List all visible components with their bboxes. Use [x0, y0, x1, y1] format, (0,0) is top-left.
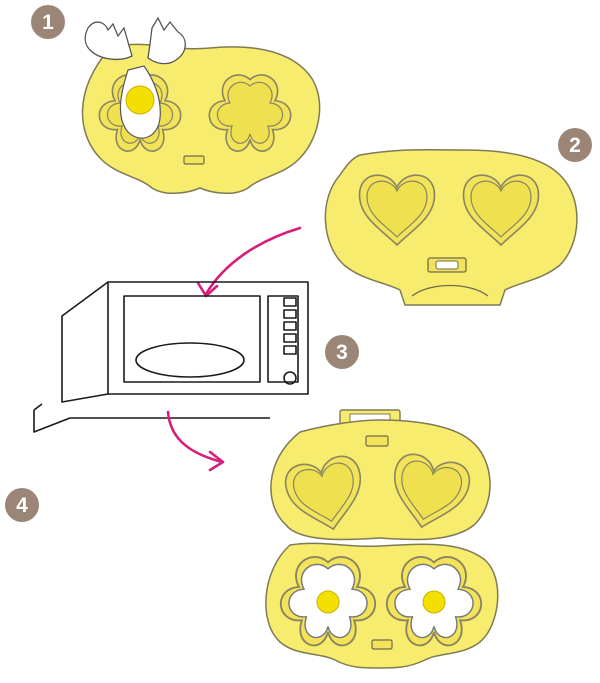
step-2-number: 2: [569, 134, 581, 157]
step-3-badge: 3: [325, 335, 359, 369]
eggshell-left: [84, 21, 133, 61]
egg-yolk: [422, 590, 446, 614]
mold-latch-slot: [183, 155, 205, 165]
step-3-number: 3: [336, 341, 348, 364]
step-4-mold-open-result: [265, 409, 499, 669]
microwave-door: [61, 281, 109, 403]
egg-crack-icon: [84, 16, 186, 139]
microwave-plate: [135, 342, 245, 378]
arrow-icon-to-microwave: [196, 226, 302, 298]
step-4-number: 4: [16, 494, 28, 517]
microwave-body: [107, 281, 309, 395]
microwave-window: [123, 295, 261, 383]
step-2-mold-closed-heart: [324, 148, 578, 306]
step-2-badge: 2: [558, 128, 592, 162]
step-4-badge: 4: [5, 488, 39, 522]
eggshell-right: [147, 16, 186, 65]
fried-egg-flower-left: [279, 556, 377, 647]
step-1-badge: 1: [31, 5, 65, 39]
microwave-control-panel: [267, 295, 299, 383]
microwave-dial: [283, 371, 297, 385]
step-1-number: 1: [42, 11, 54, 34]
microwave-icon: [33, 281, 309, 433]
arrow-icon-to-step-4: [166, 410, 225, 472]
step-1-mold-open-flower: [81, 16, 321, 194]
egg-yolk: [316, 590, 340, 614]
egg-yolk: [125, 85, 155, 115]
fried-egg-flower-right: [385, 556, 483, 647]
